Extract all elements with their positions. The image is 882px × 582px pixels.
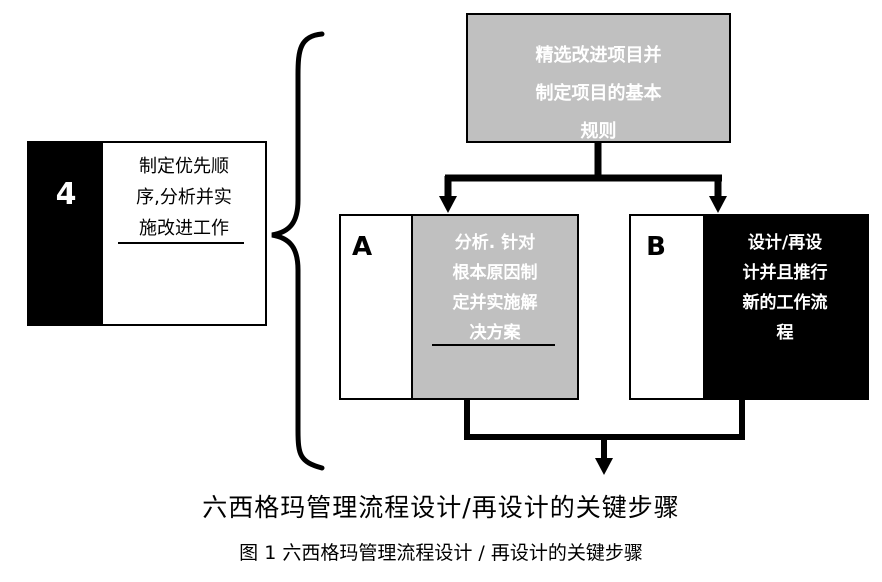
box-a-text: 分析. 针对 根本原因制 定并实施解 决方案 (452, 233, 538, 343)
top-box: 精选改进项目并 制定项目的基本 规则 (466, 13, 731, 143)
box-b-text: 设计/再设 计并且推行 新的工作流 程 (742, 233, 828, 343)
arrow-a-head (439, 196, 457, 213)
box-a-letter: A (351, 232, 373, 262)
curly-brace (271, 31, 325, 471)
arrow-b-head (709, 196, 727, 213)
box-b-text-panel: 设计/再设 计并且推行 新的工作流 程 (703, 216, 867, 398)
box-b-letter: B (646, 232, 666, 262)
diagram-subtitle: 六西格玛管理流程设计/再设计的关键步骤 (202, 493, 680, 522)
box-a: A 分析. 针对 根本原因制 定并实施解 决方案 (339, 214, 579, 400)
box-a-text-panel: 分析. 针对 根本原因制 定并实施解 决方案 (411, 216, 577, 398)
box-b: B 设计/再设 计并且推行 新的工作流 程 (629, 214, 869, 400)
step4-box: 4 制定优先顺 序,分析并实 施改进工作 (27, 141, 267, 326)
step4-text: 制定优先顺 序,分析并实 施改进工作 (136, 156, 232, 239)
step4-number: 4 (55, 177, 77, 212)
step4-number-panel: 4 (29, 143, 103, 324)
top-box-text: 精选改进项目并 制定项目的基本 规则 (535, 45, 662, 142)
figure-caption: 图 1 六西格玛管理流程设计 / 再设计的关键步骤 (239, 542, 643, 564)
merge-arrow-head (595, 458, 613, 475)
